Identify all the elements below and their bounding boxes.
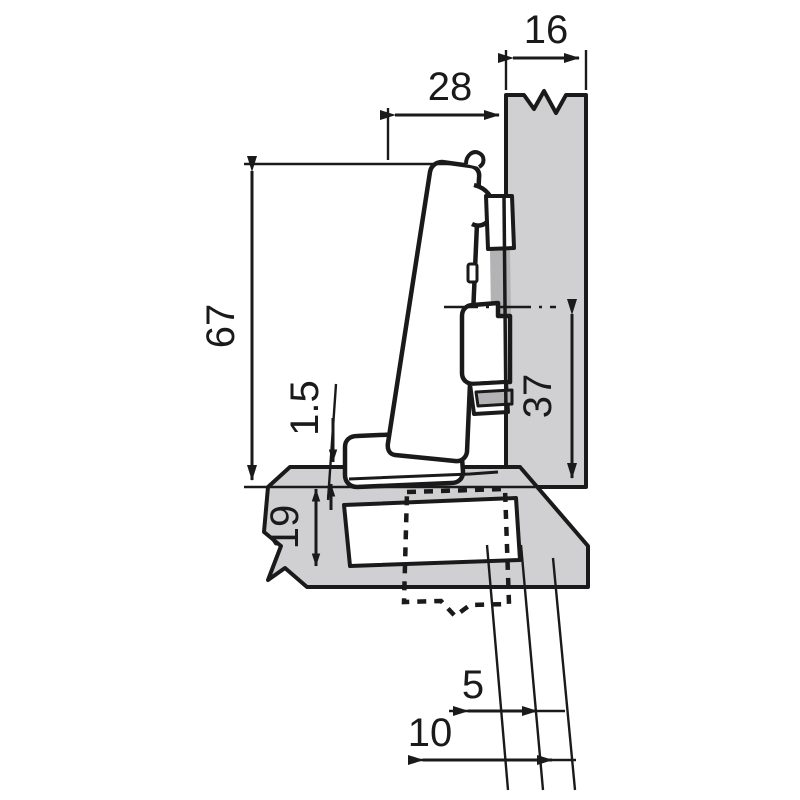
cup-bore-outline [401,486,512,619]
mounting-plate [459,194,516,419]
dimension-37: 37 [516,299,577,479]
dimension-10: 10 [408,711,576,765]
cabinet-side-panel [504,89,588,489]
dimension-67: 67 [199,156,560,489]
door-edge-extension-lines [485,544,577,791]
dimension-10-label: 10 [408,711,453,755]
dimension-19: 19 [263,488,321,567]
dimension-16-label: 16 [524,8,569,52]
dimension-28: 28 [380,65,500,160]
dimension-5: 5 [449,663,565,716]
dimension-19-label: 19 [263,505,307,550]
dimension-37-label: 37 [516,374,560,419]
dimension-1-5-label: 1.5 [283,380,327,436]
dimension-28-label: 28 [428,65,473,109]
dimension-5-label: 5 [462,663,484,707]
dimension-16: 16 [498,8,588,90]
dimension-1-5: 1.5 [283,380,338,510]
dimension-67-label: 67 [199,304,243,349]
